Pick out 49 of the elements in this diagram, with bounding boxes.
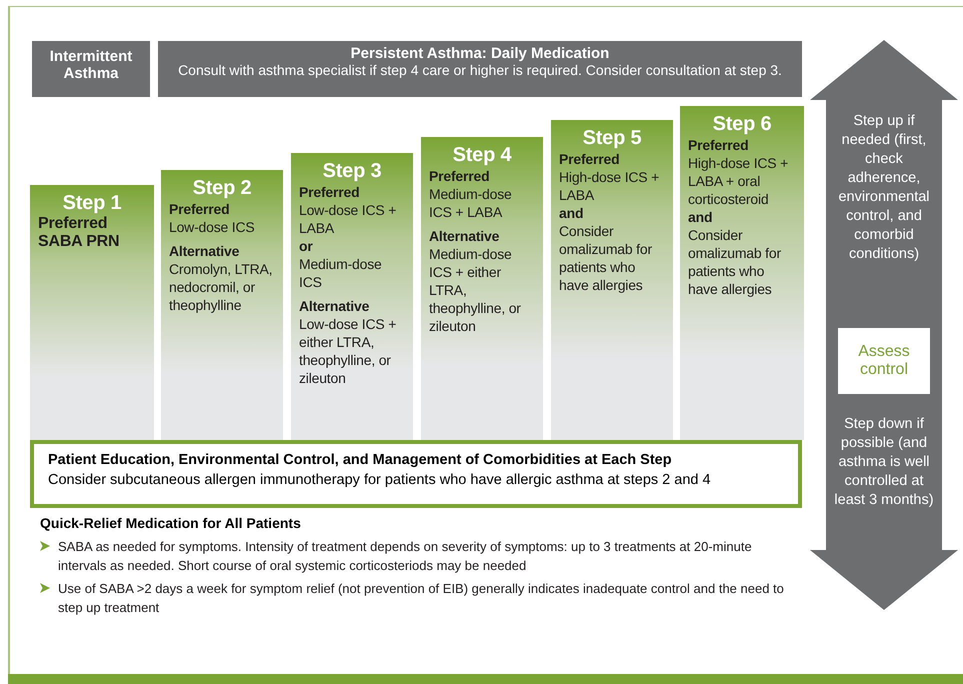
section-heading: and	[559, 204, 584, 222]
step-title: Step 6	[712, 112, 772, 136]
section-heading: Preferred	[169, 200, 230, 218]
section-heading: Preferred	[429, 167, 490, 185]
step-title: Step 1	[62, 191, 122, 215]
assess-text: Assess control	[857, 343, 911, 379]
step-column	[421, 137, 543, 440]
box-note: Consider subcutaneous allergen immunotherapy for patients who have allergic asthma at steps 2 and 4	[48, 471, 712, 490]
header-title: Persistent Asthma: Daily Medication	[350, 45, 610, 62]
section-heading: and	[688, 208, 714, 226]
education-box	[30, 440, 802, 508]
step-column	[551, 120, 673, 440]
treatment-text: Low-dose ICS	[169, 218, 256, 236]
treatment-text: Consider omalizumab for patients who have allergies	[688, 226, 782, 298]
assess-box	[838, 328, 930, 394]
step-title: Step 2	[192, 176, 252, 200]
step-column	[680, 106, 804, 440]
section-heading: Alternative	[169, 242, 240, 260]
step-column	[30, 185, 154, 440]
step-column	[161, 170, 283, 440]
step-title: Step 5	[582, 126, 642, 150]
treatment-text: Medium-dose ICS + either LTRA, theophylline, or zileuton	[429, 245, 522, 335]
header-panel	[158, 41, 802, 97]
step-down-text: Step down if possible (and asthma is well controlled at least 3 months)	[833, 415, 935, 510]
step-title: Step 3	[322, 159, 382, 183]
treatment-text: Medium-dose ICS	[299, 255, 383, 291]
bullet-text: SABA as needed for symptoms. Intensity of treatment depends on severity of symptoms: up to 3 treatments at 20-minute intervals as needed. Short course of oral systemic corticosteriods may be needed	[58, 538, 753, 575]
treatment-text: Cromolyn, LTRA, nedocromil, or theophylline	[169, 260, 274, 314]
step-up-down-banner	[810, 40, 958, 610]
section-heading: Preferred	[559, 150, 620, 168]
header-panel	[32, 41, 150, 97]
section-heading: Alternative	[299, 297, 370, 315]
header-note: Consult with asthma specialist if step 4 care or higher is required. Consider consultation at step 3.	[177, 62, 783, 79]
section-heading: SABA PRN	[38, 233, 120, 251]
treatment-text: Consider omalizumab for patients who have allergies	[559, 222, 653, 294]
step-column	[291, 153, 413, 440]
section-heading: Alternative	[429, 227, 500, 245]
step-up-text: Step up if needed (first, check adherence, environmental control, and comorbid conditions)	[837, 112, 931, 264]
section-heading: Preferred	[688, 136, 750, 154]
treatment-text: Low-dose ICS + either LTRA, theophylline, or zileuton	[299, 315, 398, 387]
section-heading: Preferred	[299, 183, 360, 201]
treatment-text: Medium-dose ICS + LABA	[429, 185, 513, 221]
section-heading: Preferred	[38, 215, 108, 233]
bullet-text: Use of SABA >2 days a week for symptom relief (not prevention of EIB) generally indicates inadequate control and the need to step up treatment	[58, 580, 785, 617]
section-heading: or	[299, 237, 314, 255]
section-heading: Quick-Relief Medication for All Patients	[40, 515, 302, 531]
header-title: Intermittent Asthma	[48, 48, 134, 82]
box-heading: Patient Education, Environmental Control, and Management of Comorbidities at Each Step	[48, 451, 673, 470]
step-title: Step 4	[452, 143, 512, 167]
